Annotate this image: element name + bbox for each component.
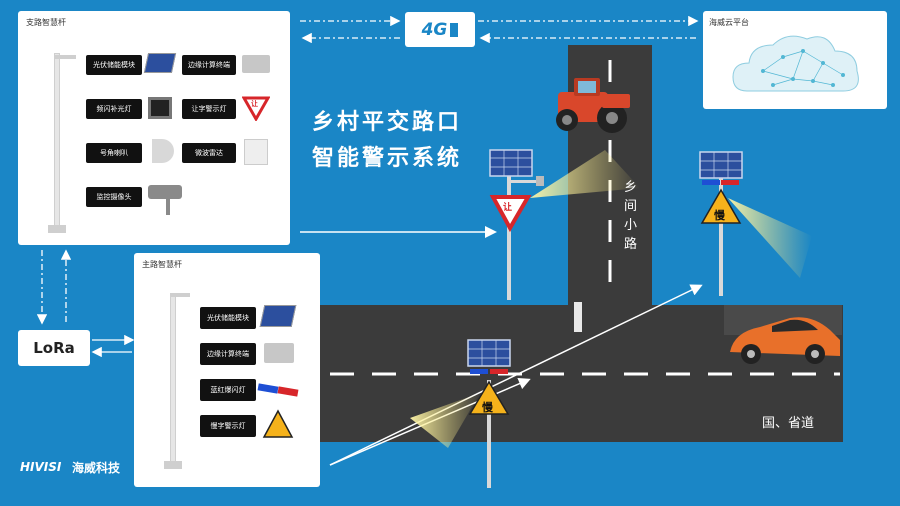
edge-terminal-icon [242, 55, 270, 73]
strobe-light-icon [148, 97, 172, 119]
main-pole-title: 主路智慧杆 [142, 260, 182, 269]
main-item-0: 光伏储能模块 [200, 307, 256, 329]
smart-pole-icon [54, 53, 60, 228]
solar-panel-icon-main [259, 305, 297, 327]
main-road-label: 国、省道 [762, 416, 815, 431]
signal-icon [450, 22, 459, 37]
main-item-2: 蓝红爆闪灯 [200, 379, 256, 401]
slow-warning-icon [262, 409, 294, 438]
car [730, 317, 840, 364]
main-item-1: 边缘计算终端 [200, 343, 256, 365]
title-line-2: 智能警示系统 [312, 146, 463, 171]
brand-chinese: 海威科技 [72, 461, 121, 475]
tractor [556, 78, 630, 133]
title-line-1: 乡村平交路口 [312, 110, 463, 135]
4g-label: 4G [421, 19, 448, 40]
4g-module: 4G [405, 12, 475, 47]
lora-module: LoRa [18, 330, 90, 366]
side-road-label: 乡 间 小 路 [624, 180, 638, 252]
yield-sign-text: 让 [503, 203, 513, 213]
brand-latin: HIVISI [20, 460, 62, 474]
branch-pole-panel: 支路智慧杆 光伏储能模块 边缘计算终端 频闪补光灯 让字警示灯 让 号角喇叭 微… [18, 11, 290, 245]
yield-warning-icon [242, 96, 270, 121]
branch-item-2: 频闪补光灯 [86, 99, 142, 119]
slow-sign-main [468, 380, 510, 415]
cloud-platform-panel: 海威云平台 [703, 11, 887, 109]
branch-item-6: 监控摄像头 [86, 187, 142, 207]
branch-item-4: 号角喇叭 [86, 143, 142, 163]
slow-sign-right [700, 188, 742, 224]
edge-terminal-icon-main [264, 343, 294, 363]
horn-speaker-icon [152, 139, 174, 163]
microwave-radar-icon [244, 139, 268, 165]
main-pole-panel: 主路智慧杆 光伏储能模块 边缘计算终端 蓝红爆闪灯 慢字警示灯 [134, 253, 320, 487]
branch-item-0: 光伏储能模块 [86, 55, 142, 75]
cloud-platform-title: 海威云平台 [709, 18, 749, 27]
blue-red-flash-icon [257, 383, 279, 394]
cloud-icon [732, 35, 859, 92]
branch-item-5: 微波雷达 [182, 143, 236, 163]
smart-pole-icon-main [170, 293, 176, 465]
main-item-3: 慢字警示灯 [200, 415, 256, 437]
branch-item-1: 边缘计算终端 [182, 55, 236, 75]
branch-pole-title: 支路智慧杆 [26, 18, 66, 27]
yield-sign [489, 195, 532, 233]
branch-item-3: 让字警示灯 [182, 99, 236, 119]
solar-panel-icon [143, 53, 177, 73]
slow-sign-right-text: 慢 [714, 209, 725, 222]
slow-sign-main-text: 慢 [482, 401, 493, 414]
camera-icon [148, 185, 182, 199]
